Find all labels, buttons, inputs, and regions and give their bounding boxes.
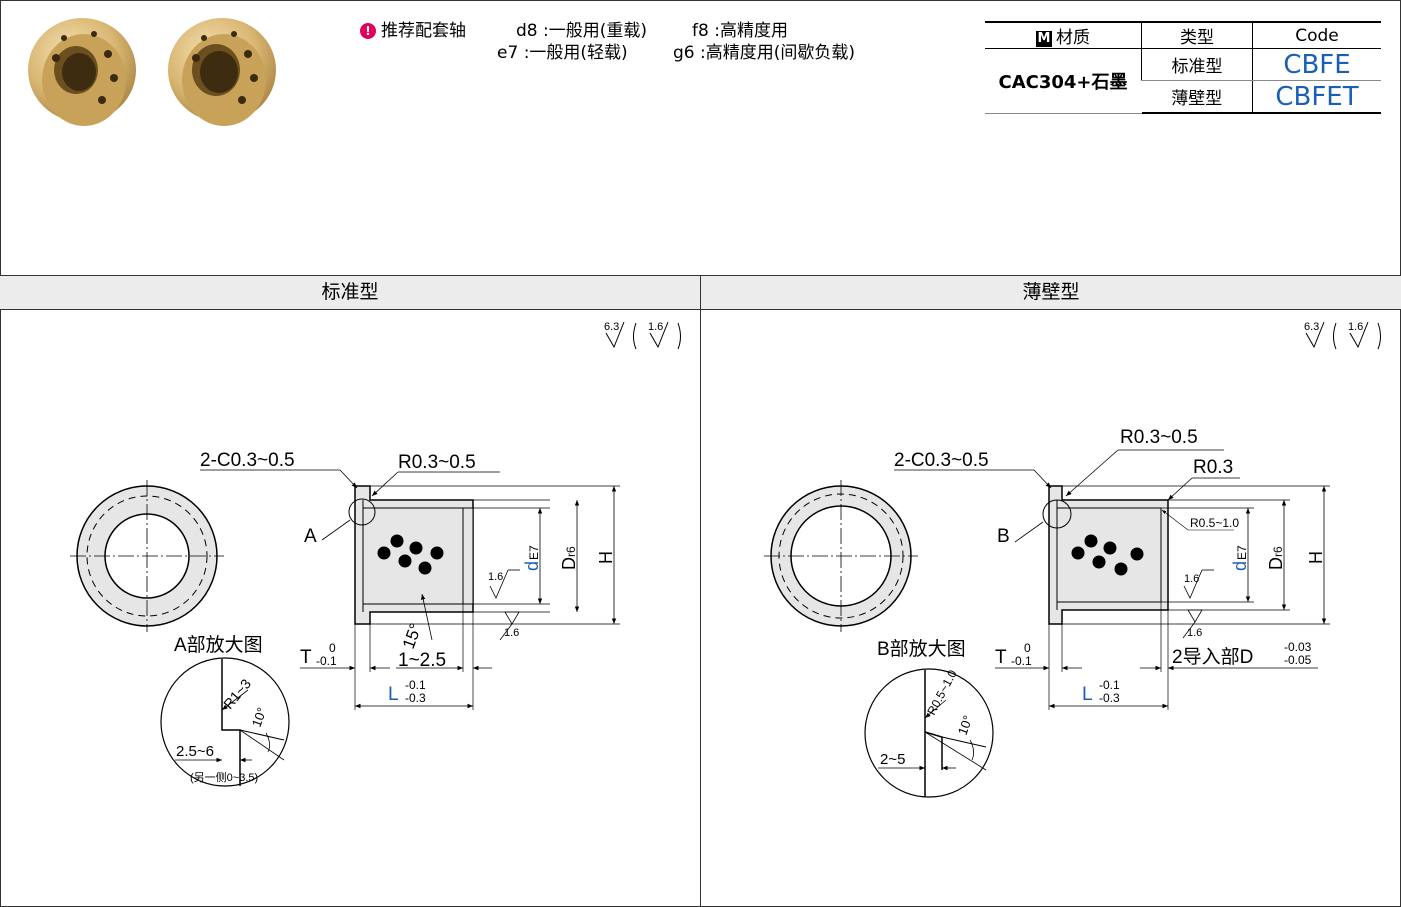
detail-note: (另一侧0~3.5) [190,771,258,784]
roughness-main: 6.3 [1304,321,1319,333]
col-material-label: 材质 [1056,28,1090,48]
left-drawing-text: 6.3 1.6 2-C0.3~0.5 R0.3~0.5 A d E7 D r6 … [174,321,663,784]
type-cell: 薄壁型 [1141,80,1253,114]
detail-angle: 10° [955,713,976,737]
section-view [348,485,474,625]
radius-label: R0.3~0.5 [398,452,476,473]
T-tol-lower: -0.1 [316,654,337,668]
radius2-label: R0.3 [1193,457,1233,478]
col-type: 类型 [1141,21,1253,49]
code-cell[interactable]: CBFE [1252,48,1381,81]
shaft-desc: :一般用(重载) [543,21,648,41]
H-label: H [596,551,616,564]
left-drawing [70,321,681,787]
section-title-standard: 标准型 [0,275,701,310]
warning-icon: ! [360,23,376,39]
detail-mark: A [304,526,317,547]
D-tol: r6 [1271,546,1285,557]
product-photo-thin [168,18,276,126]
end-view [764,480,918,632]
roughness-main: 6.3 [604,321,619,333]
T-label: T [300,647,312,668]
right-drawing-text: 6.3 1.6 2-C0.3~0.5 R0.3~0.5 R0.3 R0.5~1.… [877,321,1363,768]
detail-title: B部放大图 [877,638,966,660]
d-label: d [522,561,542,571]
d-tol: E7 [527,545,541,560]
L-tol-lower: -0.3 [1099,691,1120,705]
shaft-code: g6 [673,43,695,63]
L-label: L [388,684,399,705]
L-label: L [1082,684,1093,705]
shaft-code: d8 [516,21,538,41]
range-label: 1~2.5 [398,650,446,671]
L-tol-upper: -0.1 [405,678,426,692]
roughness-symbol [1305,321,1381,350]
shaft-code: e7 [497,43,519,63]
D-label: D [1266,557,1286,570]
roughness-alt: 1.6 [1348,321,1363,333]
roughness-alt: 1.6 [648,321,663,333]
lead-label: 2导入部D [1172,646,1253,668]
detail-angle: 10° [249,705,270,729]
shaft-code: f8 [692,21,709,41]
section-title-thin: 薄壁型 [701,275,1401,310]
chamfer-label: 2-C0.3~0.5 [894,450,989,471]
T-label: T [995,647,1007,668]
section-view [1042,485,1169,625]
d-tol: E7 [1235,545,1249,560]
roughness-od: 1.6 [1187,627,1202,639]
shaft-desc: :一般用(轻载) [523,43,628,63]
material-value: CAC304+石墨 [985,48,1142,114]
lead-tol-lower: -0.05 [1284,653,1312,667]
code-cell[interactable]: CBFET [1252,80,1381,114]
detail-title: A部放大图 [174,634,263,656]
roughness-od: 1.6 [504,627,519,639]
roughness-bore: 1.6 [1184,573,1199,585]
d-label: d [1230,561,1250,571]
recommend-label: 推荐配套轴 [381,21,466,41]
angle-label: 15° [399,621,426,652]
material-icon: M [1036,31,1052,47]
L-tol-upper: -0.1 [1099,678,1120,692]
detail-radius: R0.5~1.0 [924,667,960,717]
chamfer-label: 2-C0.3~0.5 [200,450,295,471]
H-label: H [1306,551,1326,564]
lead-tol-upper: -0.03 [1284,640,1312,654]
T-tol-upper: 0 [1024,641,1031,655]
D-label: D [559,557,579,570]
end-view [70,480,224,632]
product-photo-standard [28,18,136,126]
D-tol: r6 [564,546,578,557]
detail-mark: B [997,526,1010,547]
right-drawing [764,321,1381,798]
shaft-desc: :高精度用 [714,21,788,41]
T-tol-lower: -0.1 [1011,654,1032,668]
inner-radius-label: R0.5~1.0 [1190,516,1239,530]
detail-len: 2~5 [880,751,905,768]
col-code: Code [1252,21,1381,49]
detail-a [160,657,290,787]
detail-radius: R1~3 [220,676,254,712]
radius-top-label: R0.3~0.5 [1120,427,1198,448]
T-tol-upper: 0 [329,641,336,655]
roughness-symbol [605,321,681,350]
shaft-desc: :高精度用(间歇负载) [700,43,856,63]
type-cell: 标准型 [1141,48,1253,81]
roughness-bore: 1.6 [488,571,503,583]
detail-b [864,668,994,798]
L-tol-lower: -0.3 [405,691,426,705]
detail-len: 2.5~6 [176,743,214,760]
section-divider [700,275,701,907]
